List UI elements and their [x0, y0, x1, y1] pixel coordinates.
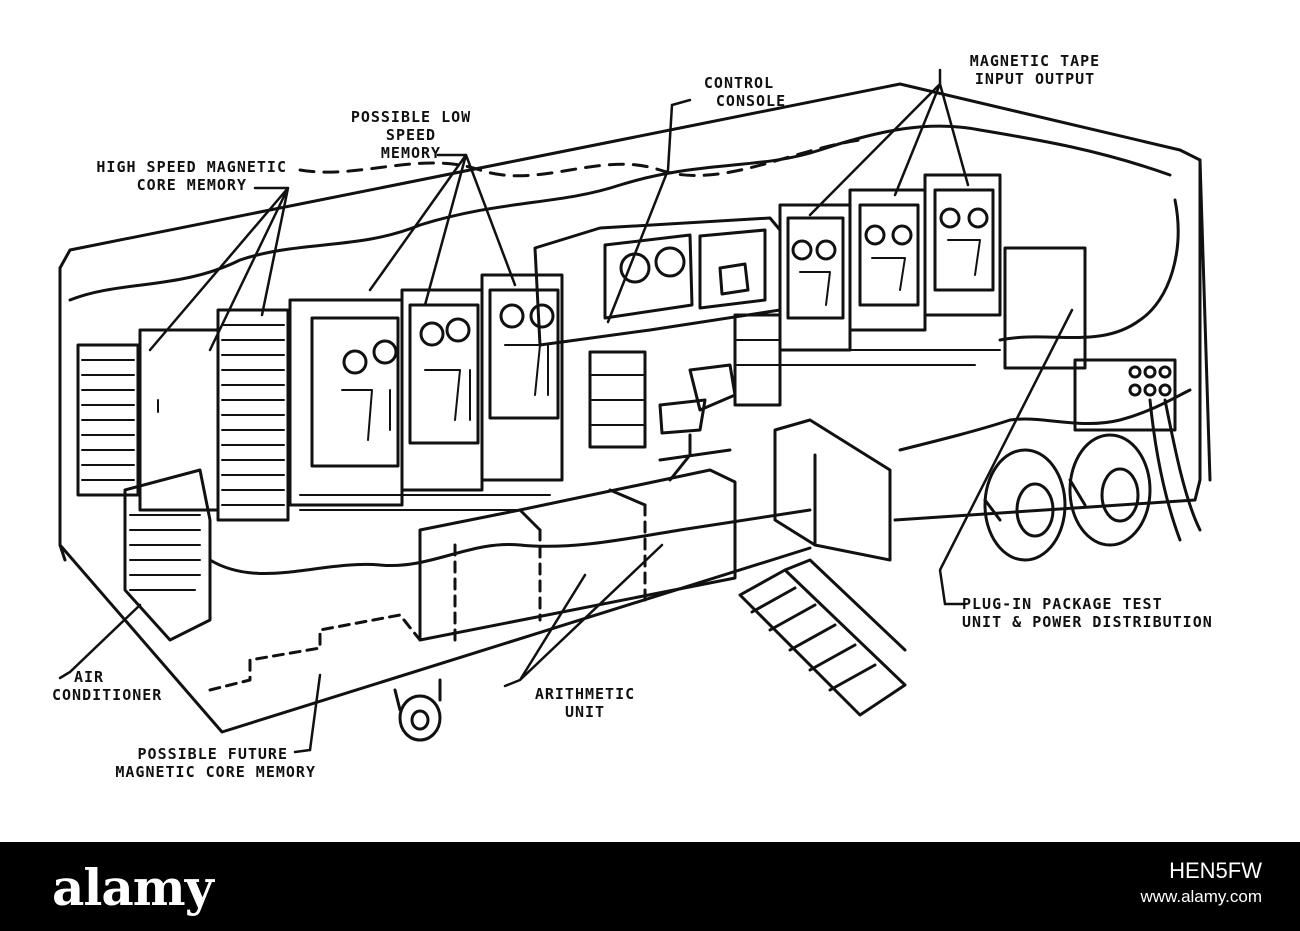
leader-plugin — [938, 308, 1074, 606]
watermark-logo: alamy — [52, 858, 214, 917]
leader-tape — [808, 68, 970, 217]
label-tape-line1: MAGNETIC TAPE — [969, 52, 1101, 70]
label-high-speed-memory: HIGH SPEED MAGNETIC CORE MEMORY — [55, 158, 287, 194]
arithmetic-unit — [418, 468, 737, 642]
label-arith-line1: ARITHMETIC — [534, 685, 636, 703]
low-speed-memory-cabinets — [288, 273, 564, 511]
label-air-line2: CONDITIONER — [52, 686, 163, 704]
watermark-image-id: HEN5FW — [1169, 858, 1262, 883]
air-conditioner — [123, 468, 212, 642]
wheels — [393, 433, 1152, 742]
label-plugin-line1: PLUG-IN PACKAGE TEST — [962, 595, 1163, 613]
leader-high-speed — [148, 186, 290, 352]
label-future-memory: POSSIBLE FUTURE MAGNETIC CORE MEMORY — [54, 745, 316, 781]
magnetic-tape-units — [778, 173, 1002, 366]
label-low-speed-line2: SPEED — [385, 126, 437, 144]
watermark-url: www.alamy.com — [1140, 887, 1262, 906]
label-air-conditioner: AIR CONDITIONER — [52, 668, 162, 704]
label-plug-in-unit: PLUG-IN PACKAGE TEST UNIT & POWER DISTRI… — [962, 595, 1213, 631]
label-high-speed-line2: CORE MEMORY — [136, 176, 247, 194]
label-arithmetic-unit: ARITHMETIC UNIT — [520, 685, 650, 721]
access-stairs — [738, 558, 907, 717]
label-magnetic-tape: MAGNETIC TAPE INPUT OUTPUT — [956, 52, 1114, 88]
label-tape-line2: INPUT OUTPUT — [974, 70, 1096, 88]
label-console-line2: CONSOLE — [715, 92, 787, 110]
label-control-console: CONTROL CONSOLE — [680, 74, 798, 110]
leader-arith — [503, 543, 664, 688]
label-air-line1: AIR — [74, 668, 105, 686]
trailer-body — [58, 82, 1212, 734]
high-speed-core-memory-racks — [76, 308, 290, 522]
leader-low-speed — [368, 153, 517, 307]
label-future-line1: POSSIBLE FUTURE — [137, 745, 288, 763]
label-low-speed-line1: POSSIBLE LOW — [350, 108, 472, 126]
label-high-speed-line1: HIGH SPEED MAGNETIC — [96, 158, 287, 176]
label-console-line1: CONTROL — [703, 74, 775, 92]
watermark-info: HEN5FW www.alamy.com — [1140, 858, 1262, 910]
label-arith-line2: UNIT — [564, 703, 606, 721]
plug-in-package-test-unit — [773, 246, 1202, 562]
label-low-speed-memory: POSSIBLE LOW SPEED MEMORY — [336, 108, 486, 162]
future-memory-outline — [208, 613, 422, 692]
leader-console — [606, 98, 692, 324]
label-future-line2: MAGNETIC CORE MEMORY — [115, 763, 316, 781]
leader-future — [293, 673, 322, 754]
label-plugin-line2: UNIT & POWER DISTRIBUTION — [962, 613, 1213, 631]
leader-air — [58, 603, 142, 680]
label-low-speed-line3: MEMORY — [380, 144, 442, 162]
control-console — [533, 216, 782, 482]
watermark-bar — [0, 842, 1300, 931]
trailer-computer-illustration — [58, 68, 1212, 754]
